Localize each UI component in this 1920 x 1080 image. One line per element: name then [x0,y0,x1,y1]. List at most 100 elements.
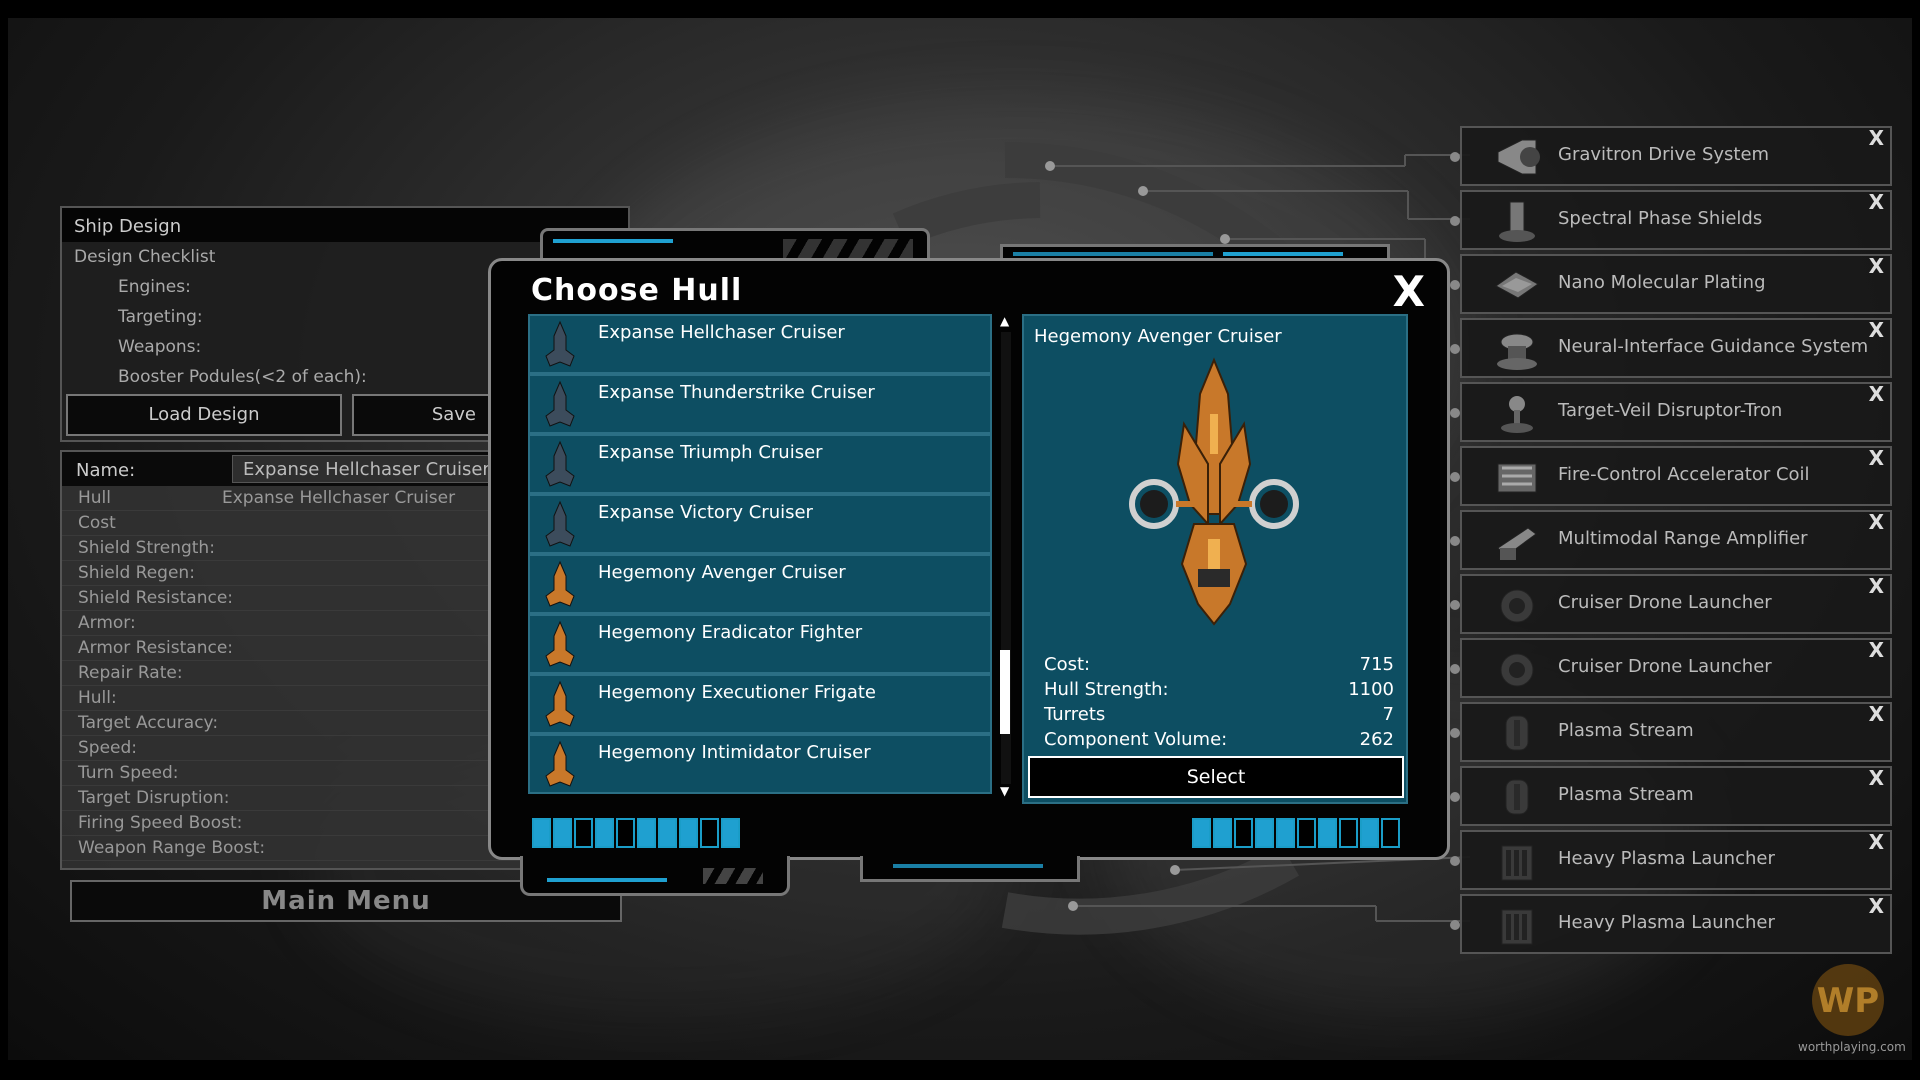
component-name: Fire-Control Accelerator Coil [1558,464,1810,485]
stat-label: Cost [78,513,116,533]
component-name: Heavy Plasma Launcher [1558,912,1775,933]
detail-stat-label: Turrets [1044,704,1106,725]
component-name: Heavy Plasma Launcher [1558,848,1775,869]
hull-list-item[interactable]: Hegemony Eradicator Fighter [528,614,992,674]
connector-dot [1450,472,1460,482]
component-slot[interactable]: Heavy Plasma Launcher X [1450,830,1892,890]
stat-label: Hull [78,488,112,508]
stat-label: Weapon Range Boost: [78,838,266,858]
detail-stat-value: 1100 [1348,679,1394,700]
hull-name: Expanse Hellchaser Cruiser [598,322,845,343]
watermark-logo-text: WP [1817,981,1879,1021]
hull-list-scrollbar[interactable]: ▲ ▼ [1000,314,1012,798]
connector-dot [1450,344,1460,354]
detail-stat-value: 715 [1359,654,1394,675]
component-slot[interactable]: Plasma Stream X [1450,766,1892,826]
scroll-thumb[interactable] [1000,650,1010,734]
component-name: Plasma Stream [1558,784,1694,805]
hull-list-item[interactable]: Hegemony Executioner Frigate [528,674,992,734]
component-name: Spectral Phase Shields [1558,208,1763,229]
remove-component-icon[interactable]: X [1868,254,1884,278]
select-button[interactable]: Select [1028,756,1404,798]
remove-component-icon[interactable]: X [1868,446,1884,470]
detail-stat-row: Turrets 7 [1044,704,1394,730]
stat-label: Shield Regen: [78,563,195,583]
hull-thumbnail-icon [545,380,575,427]
load-design-button[interactable]: Load Design [66,394,342,436]
hull-list-item[interactable]: Expanse Hellchaser Cruiser [528,314,992,374]
hull-thumbnail-icon [545,560,575,607]
remove-component-icon[interactable]: X [1868,766,1884,790]
component-slot[interactable]: Spectral Phase Shields X [1450,190,1892,250]
stat-label: Speed: [78,738,138,758]
scroll-down-icon[interactable]: ▼ [1000,784,1010,798]
remove-component-icon[interactable]: X [1868,574,1884,598]
scroll-up-icon[interactable]: ▲ [1000,314,1010,328]
connector-dot [1450,216,1460,226]
remove-component-icon[interactable]: X [1868,702,1884,726]
stat-row: Hull: [62,686,628,711]
remove-component-icon[interactable]: X [1868,318,1884,342]
connector-dot [1450,664,1460,674]
armor-plate-icon [1495,271,1539,299]
component-name: Neural-Interface Guidance System [1558,336,1869,357]
launcher-icon [1501,845,1533,881]
stat-row: Firing Speed Boost: [62,811,628,836]
modal-bottom-center-tab [860,856,1080,882]
component-slot[interactable]: Nano Molecular Plating X [1450,254,1892,314]
checklist-weapons: Weapons: [118,337,202,357]
hull-thumbnail-icon [545,440,575,487]
stat-label: Turn Speed: [78,763,179,783]
hull-list-item[interactable]: Expanse Triumph Cruiser [528,434,992,494]
component-name: Target-Veil Disruptor-Tron [1558,400,1783,421]
hull-list-item[interactable]: Expanse Victory Cruiser [528,494,992,554]
detail-stat-row: Component Volume:262 [1044,729,1394,755]
hull-list-item[interactable]: Expanse Thunderstrike Cruiser [528,374,992,434]
component-slot[interactable]: Target-Veil Disruptor-Tron X [1450,382,1892,442]
remove-component-icon[interactable]: X [1868,830,1884,854]
hull-preview-image [1129,357,1299,626]
component-slot[interactable]: Heavy Plasma Launcher X [1450,894,1892,954]
component-name: Multimodal Range Amplifier [1558,528,1808,549]
close-icon[interactable]: X [1392,267,1425,316]
stat-label: Shield Resistance: [78,588,234,608]
detail-stat-row: Hull Strength:1100 [1044,679,1394,705]
component-slot[interactable]: Fire-Control Accelerator Coil X [1450,446,1892,506]
name-label: Name: [76,460,136,481]
checklist-engines: Engines: [118,277,191,297]
detail-stat-value: 262 [1359,729,1394,750]
stat-label: Firing Speed Boost: [78,813,243,833]
amplifier-icon [1497,527,1537,560]
remove-component-icon[interactable]: X [1868,382,1884,406]
stat-label: Armor: [78,613,136,633]
checklist-heading: Design Checklist [74,247,216,267]
component-name: Nano Molecular Plating [1558,272,1766,293]
remove-component-icon[interactable]: X [1868,638,1884,662]
stat-row: Armor: [62,611,628,636]
remove-component-icon[interactable]: X [1868,190,1884,214]
remove-component-icon[interactable]: X [1868,510,1884,534]
connector-dot [1450,728,1460,738]
disruptor-icon [1501,396,1533,433]
hull-thumbnail-icon [545,500,575,547]
component-slot[interactable]: Multimodal Range Amplifier X [1450,510,1892,570]
remove-component-icon[interactable]: X [1868,894,1884,918]
stat-row: Turn Speed: [62,761,628,786]
detail-stat-value: 7 [1382,704,1394,725]
detail-hull-name: Hegemony Avenger Cruiser [1034,326,1282,347]
connector-dot [1450,792,1460,802]
targeting-icon [1497,333,1537,370]
stat-row: Shield Resistance: [62,586,628,611]
hull-list-item[interactable]: Hegemony Avenger Cruiser [528,554,992,614]
remove-component-icon[interactable]: X [1868,126,1884,150]
modal-bottom-tab [520,856,790,896]
hull-list-item[interactable]: Hegemony Intimidator Cruiser [528,734,992,794]
connector-dot [1450,920,1460,930]
hull-thumbnail-icon [545,740,575,787]
